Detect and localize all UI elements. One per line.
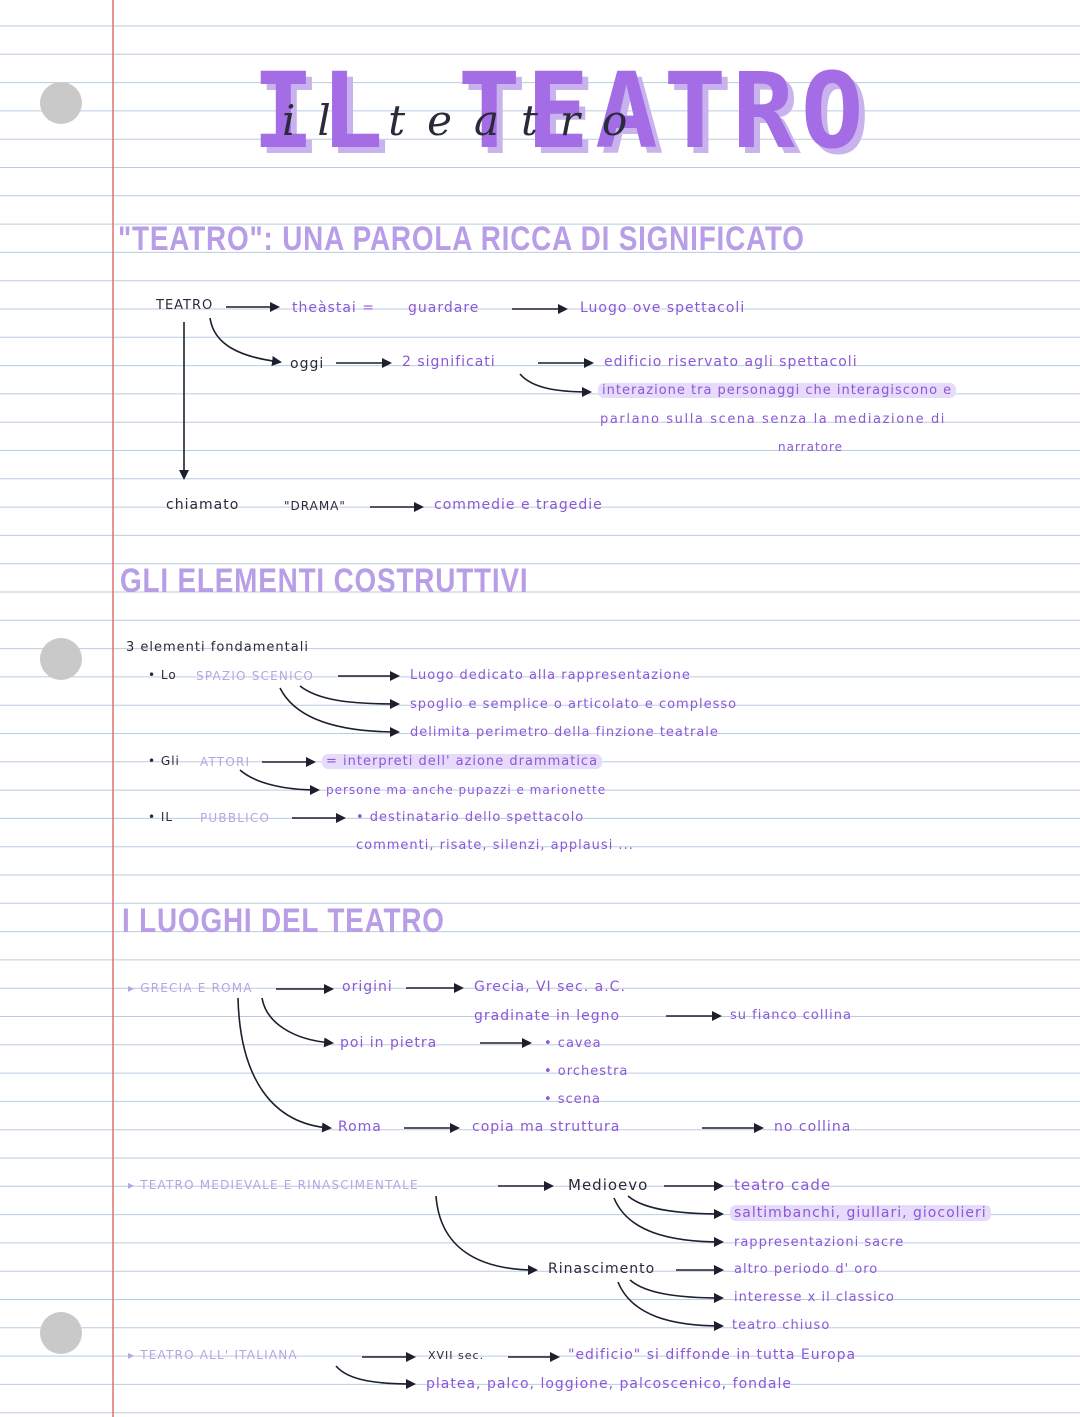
platea-list: platea, palco, loggione, palcoscenico, f…	[426, 1376, 793, 1392]
medioevo-node: Medioevo	[568, 1176, 649, 1194]
teatro-cade: teatro cade	[734, 1176, 832, 1194]
arrow-medievale-rinascimento	[435, 1195, 538, 1275]
edificio-meaning: edificio riservato agli spettacoli	[604, 354, 858, 370]
interazione-meaning-2: parlano sulla scena senza la mediazione …	[600, 412, 947, 427]
arrow-medioevo-sacre	[613, 1197, 724, 1247]
cavea-item: • cavea	[544, 1036, 602, 1051]
section-heading-luoghi: I LUOGHI DEL TEATRO	[122, 902, 445, 940]
spazio-def-a: Luogo dedicato alla rappresentazione	[410, 668, 691, 683]
interazione-meaning-1: interazione tra personaggi che interagis…	[598, 383, 957, 398]
arrow-significati-interazione	[519, 373, 592, 397]
spazio-prefix: • Lo	[148, 668, 177, 682]
pietra-node: poi in pietra	[340, 1035, 438, 1051]
spazio-def-c: delimita perimetro della finzione teatra…	[410, 725, 719, 740]
guardare-term: guardare	[408, 300, 480, 316]
arrow-rinascimento-chiuso	[617, 1281, 724, 1331]
arrow-teatro-oggi	[209, 317, 282, 366]
teatro-chiuso: teatro chiuso	[732, 1318, 831, 1333]
rinascimento-node: Rinascimento	[548, 1261, 656, 1277]
medievale-label: ▸ TEATRO MEDIEVALE E RINASCIMENTALE	[128, 1178, 419, 1192]
theastai-term: theàstai =	[292, 300, 375, 316]
spazio-scenico-label: SPAZIO SCENICO	[196, 669, 315, 683]
elementi-intro: 3 elementi fondamentali	[126, 640, 309, 655]
due-significati: 2 significati	[402, 354, 496, 370]
spazio-def-b: spoglio e semplice o articolato e comple…	[410, 697, 738, 712]
roma-node: Roma	[338, 1119, 382, 1135]
pubblico-def-a: • destinatario dello spettacolo	[356, 810, 585, 825]
arrow-spazio-b	[299, 685, 400, 709]
arrow-medioevo-saltimbanchi	[627, 1195, 724, 1219]
theastai-text: theàstai =	[292, 300, 375, 316]
arrow-grecia-pietra	[261, 997, 334, 1048]
attori-label: ATTORI	[200, 755, 251, 769]
grecia-roma-label: ▸ GRECIA E ROMA	[128, 981, 253, 995]
arrow-italiana-platea	[335, 1365, 416, 1389]
edificio-europa: "edificio" si diffonde in tutta Europa	[568, 1347, 857, 1363]
pubblico-prefix: • IL	[148, 810, 174, 824]
italiana-label: ▸ TEATRO ALL' ITALIANA	[128, 1348, 298, 1362]
section-heading-significato: "TEATRO": UNA PAROLA RICCA DI SIGNIFICAT…	[118, 220, 805, 258]
arrow-grecia-roma	[237, 997, 332, 1133]
luogo-definition: Luogo ove spettacoli	[580, 300, 746, 316]
gradinate-legno: gradinate in legno	[474, 1008, 621, 1024]
binder-hole-top	[40, 82, 82, 124]
pubblico-label: PUBBLICO	[200, 811, 271, 825]
periodo-oro: altro periodo d' oro	[734, 1262, 879, 1277]
origini-node: origini	[342, 979, 393, 995]
arrow-attori-b	[239, 769, 320, 795]
binder-hole-bottom	[40, 1312, 82, 1354]
xvii-secolo: XVII sec.	[428, 1349, 485, 1362]
arrow-spazio-c	[279, 687, 400, 737]
drama-term: "DRAMA"	[284, 499, 346, 513]
no-collina: no collina	[774, 1119, 852, 1135]
teatro-root: TEATRO	[156, 298, 214, 313]
commedie-tragedie: commedie e tragedie	[434, 497, 603, 513]
pubblico-def-b: commenti, risate, silenzi, applausi ...	[356, 838, 634, 853]
oggi-node: oggi	[290, 356, 325, 372]
page-title-script: il teatro	[282, 96, 650, 145]
copia-struttura: copia ma struttura	[472, 1119, 621, 1135]
interazione-meaning-3: narratore	[778, 440, 844, 454]
scena-item: • scena	[544, 1092, 601, 1107]
attori-prefix: • Gli	[148, 754, 180, 768]
rappresentazioni-sacre: rappresentazioni sacre	[734, 1235, 905, 1250]
attori-def-b: persone ma anche pupazzi e marionette	[326, 783, 607, 797]
page-title: IL TEATRO	[252, 50, 870, 172]
arrow-rinascimento-classico	[629, 1279, 724, 1303]
interesse-classico: interesse x il classico	[734, 1290, 895, 1305]
section-heading-elementi: GLI ELEMENTI COSTRUTTIVI	[120, 562, 529, 600]
chiamato-node: chiamato	[166, 497, 240, 513]
grecia-secolo: Grecia, VI sec. a.C.	[474, 979, 626, 995]
attori-def-a: = interpreti dell' azione drammatica	[322, 754, 603, 769]
orchestra-item: • orchestra	[544, 1064, 629, 1079]
fianco-collina: su fianco collina	[730, 1008, 852, 1023]
binder-hole-middle	[40, 638, 82, 680]
saltimbanchi: saltimbanchi, giullari, giocolieri	[730, 1205, 991, 1221]
